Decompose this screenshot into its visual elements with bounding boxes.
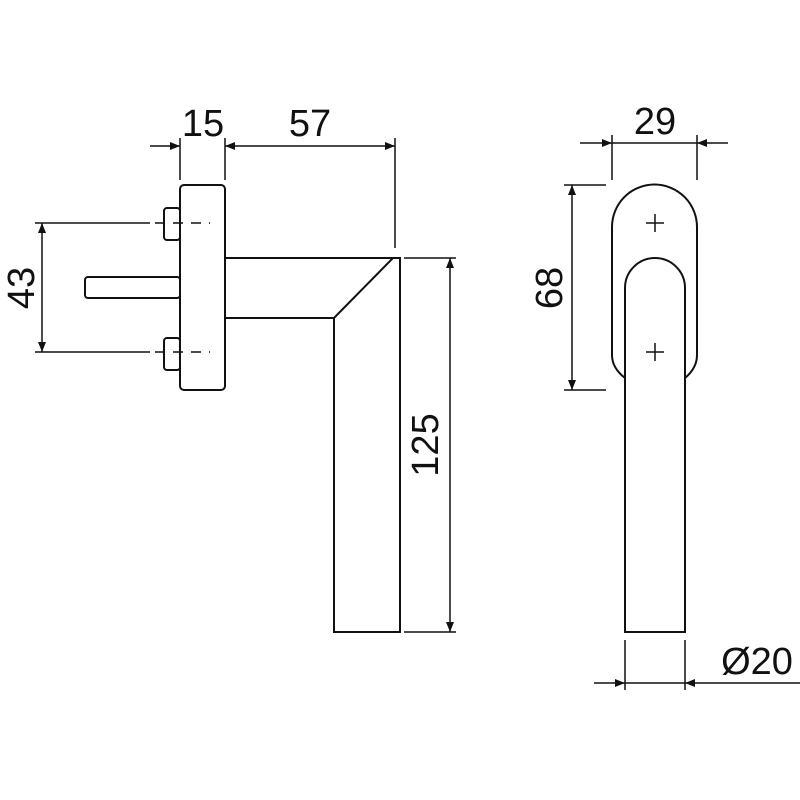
dim-43-label: 43 [1, 267, 43, 309]
rosette-front [611, 183, 698, 379]
side-view: 15 57 43 125 [1, 103, 456, 633]
handle-front [624, 257, 686, 633]
dim-29-label: 29 [634, 101, 676, 143]
rosette-side [179, 184, 226, 391]
dim-57-label: 57 [289, 103, 331, 145]
screw-mark-top [646, 214, 664, 232]
dim-diameter-label: Ø20 [721, 641, 793, 683]
screw-mark-bottom [646, 343, 664, 361]
dim-125-label: 125 [405, 413, 447, 476]
bolt-bottom [163, 337, 181, 371]
dim-68-label: 68 [529, 267, 571, 309]
handle-side [225, 257, 401, 633]
bolt-top [163, 207, 181, 241]
front-view: 29 68 Ø20 [529, 101, 800, 690]
dim-15-label: 15 [182, 103, 224, 145]
spindle [84, 276, 181, 299]
